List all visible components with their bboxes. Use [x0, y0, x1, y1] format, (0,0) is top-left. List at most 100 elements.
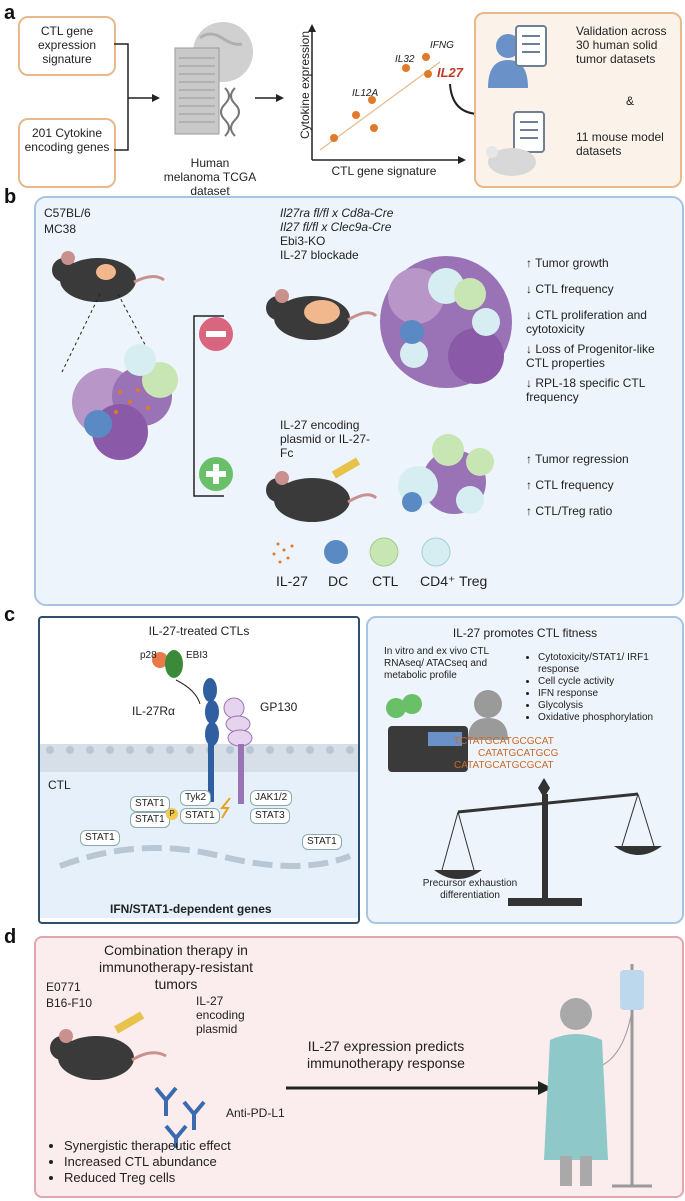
fitness-bullet-3: IFN response — [538, 688, 685, 700]
panel-a-connectors — [114, 43, 284, 151]
minus-effect-5: ↓ RPL-18 specific CTL frequency — [526, 376, 676, 404]
clipboard-person-icon — [488, 25, 547, 88]
gene-label-ifng: IFNG — [430, 40, 454, 51]
antibody-icon — [154, 1086, 206, 1148]
arrow-down-icon: ↓ — [526, 282, 532, 296]
gp130-label: GP130 — [260, 700, 298, 714]
arrow-up-icon: ↑ — [526, 452, 532, 466]
outcome-bullet-1: Synergistic therapeutic effect — [64, 1138, 231, 1154]
mouse-plasmid-icon — [50, 1011, 167, 1080]
stat1-box-3: STAT1 — [130, 812, 170, 828]
panel-c-left: IL-27-treated CTLs p28 EBI3 IL-27Rα GP13… — [38, 616, 360, 924]
gene-label-il12a: IL12A — [352, 88, 379, 99]
sequencer-icon — [386, 690, 508, 772]
right-title: IL-27 promotes CTL fitness — [452, 626, 598, 640]
minus-effect-text: Loss of Progenitor-like CTL properties — [526, 342, 655, 370]
plus-effect-3: ↑ CTL/Treg ratio — [526, 504, 612, 518]
plus-effect-text: Tumor regression — [535, 452, 629, 466]
il27ra-label: IL-27Rα — [132, 704, 175, 718]
dna-seq-1: TCTATGCATGCGCAT — [454, 736, 554, 747]
plot-xlabel: CTL gene signature — [331, 164, 437, 178]
point-ifng — [422, 53, 430, 61]
stat1-box-1: STAT1 — [180, 808, 220, 824]
minus-effect-text: CTL frequency — [535, 282, 614, 296]
mouse-model-line2: MC38 — [44, 222, 77, 236]
point-il27 — [424, 70, 432, 78]
arrow-down-icon: ↓ — [526, 308, 532, 322]
legend-icons — [272, 537, 451, 567]
minus-icon — [199, 317, 233, 351]
validation-human-text: Validation across 30 human solid tumor d… — [576, 24, 667, 66]
precursor-label: Precursor exhaustion differentiation — [422, 878, 518, 901]
omics-label: In vitro and ex vivo CTL RNAseq/ ATACseq… — [384, 646, 489, 681]
cytokine-genes-text: 201 Cytokine encoding genes — [24, 126, 110, 154]
point-3 — [370, 124, 378, 132]
panel-b: C57BL/6 MC38 Il27ra fl/fl x Cd8a-Cre Il2… — [34, 196, 684, 606]
legend-treg: CD4⁺ Treg — [420, 573, 488, 589]
ctl-label: CTL — [48, 778, 71, 792]
gene-label-il27: IL27 — [437, 65, 464, 80]
stat1-box-2: STAT1 — [130, 796, 170, 812]
fitness-bullet-4: Glycolysis — [538, 700, 685, 712]
ebi3-label: EBI3 — [186, 650, 208, 661]
combination-title: Combination therapy in immunotherapy-res… — [98, 942, 254, 992]
outcome-bullet-2: Increased CTL abundance — [64, 1154, 231, 1170]
outcome-bullet-3: Reduced Treg cells — [64, 1170, 231, 1186]
receptor-diagram — [40, 650, 358, 918]
plus-effect-text: CTL/Treg ratio — [535, 504, 613, 518]
validation-mouse-text: 11 mouse model datasets — [576, 130, 664, 158]
genes-label: IFN/STAT1-dependent genes — [110, 902, 272, 916]
minus-effect-4: ↓ Loss of Progenitor-like CTL properties — [526, 342, 676, 370]
panel-d-letter: d — [4, 926, 17, 948]
arrow-up-icon: ↑ — [526, 504, 532, 518]
stat3-box: STAT3 — [250, 808, 290, 824]
plot-ylabel: Cytokine expression — [298, 30, 312, 140]
plasmid-label: IL-27 encoding plasmid — [196, 994, 245, 1036]
outcome-bullets: Synergistic therapeutic effect Increased… — [48, 1138, 231, 1186]
dna-seq-3: CATATGCATGCGCAT — [454, 760, 554, 771]
cytokine-genes-box: 201 Cytokine encoding genes — [18, 118, 116, 188]
stat1-box-5: STAT1 — [302, 834, 342, 850]
mouse-model-line1: C57BL/6 — [44, 206, 91, 220]
stat1-box-4: STAT1 — [80, 830, 120, 846]
minus-effect-1: ↑ Tumor growth — [526, 256, 609, 270]
tcga-server-icon — [174, 22, 253, 137]
ctl-signature-box: CTL gene expression signature — [18, 16, 116, 76]
arrow-up-icon: ↑ — [526, 478, 532, 492]
mouse-syringe-icon — [266, 457, 378, 522]
legend-dc: DC — [328, 573, 349, 589]
minus-effect-2: ↓ CTL frequency — [526, 282, 614, 296]
left-title: IL-27-treated CTLs — [148, 624, 250, 638]
panel-a-letter: a — [4, 2, 16, 24]
fitness-bullets: Cytotoxicity/STAT1/ IRF1 response Cell c… — [524, 652, 685, 724]
fitness-bullet-1: Cytotoxicity/STAT1/ IRF1 response — [538, 652, 685, 676]
model-line2: B16-F10 — [46, 996, 93, 1010]
response-arrow — [286, 1081, 552, 1095]
legend-il27: IL-27 — [276, 573, 308, 589]
arrow-up-icon: ↑ — [526, 256, 532, 270]
patient-iv-icon — [544, 964, 652, 1188]
mouse-large-tumor-icon — [266, 289, 378, 340]
arrow-down-icon: ↓ — [526, 376, 532, 390]
panel-b-letter: b — [4, 186, 17, 208]
zoom-lines — [61, 293, 151, 373]
panel-c-letter: c — [4, 604, 16, 626]
point-il32 — [402, 64, 410, 72]
dna-seq-2: CATATGCATGCG — [478, 748, 559, 759]
arrow-label: IL-27 expression predicts immunotherapy … — [307, 1038, 465, 1071]
p28-label: p28 — [140, 650, 157, 661]
tcga-dataset-label: Human melanoma TCGA dataset — [163, 156, 257, 198]
large-tumor-icon — [380, 256, 512, 388]
ampersand: & — [626, 94, 635, 108]
ko-line3: Ebi3-KO — [280, 234, 326, 248]
arrow-down-icon: ↓ — [526, 342, 532, 356]
small-tumor-icon — [398, 434, 494, 514]
balance-scale-icon — [434, 778, 662, 906]
plus-effect-text: CTL frequency — [535, 478, 614, 492]
clipboard-mouse-icon — [486, 111, 545, 176]
fitness-bullet-2: Cell cycle activity — [538, 676, 685, 688]
antibody-label: Anti-PD-L1 — [226, 1106, 285, 1120]
plus-effect-2: ↑ CTL frequency — [526, 478, 614, 492]
point-2 — [352, 111, 360, 119]
point-1 — [330, 134, 338, 142]
